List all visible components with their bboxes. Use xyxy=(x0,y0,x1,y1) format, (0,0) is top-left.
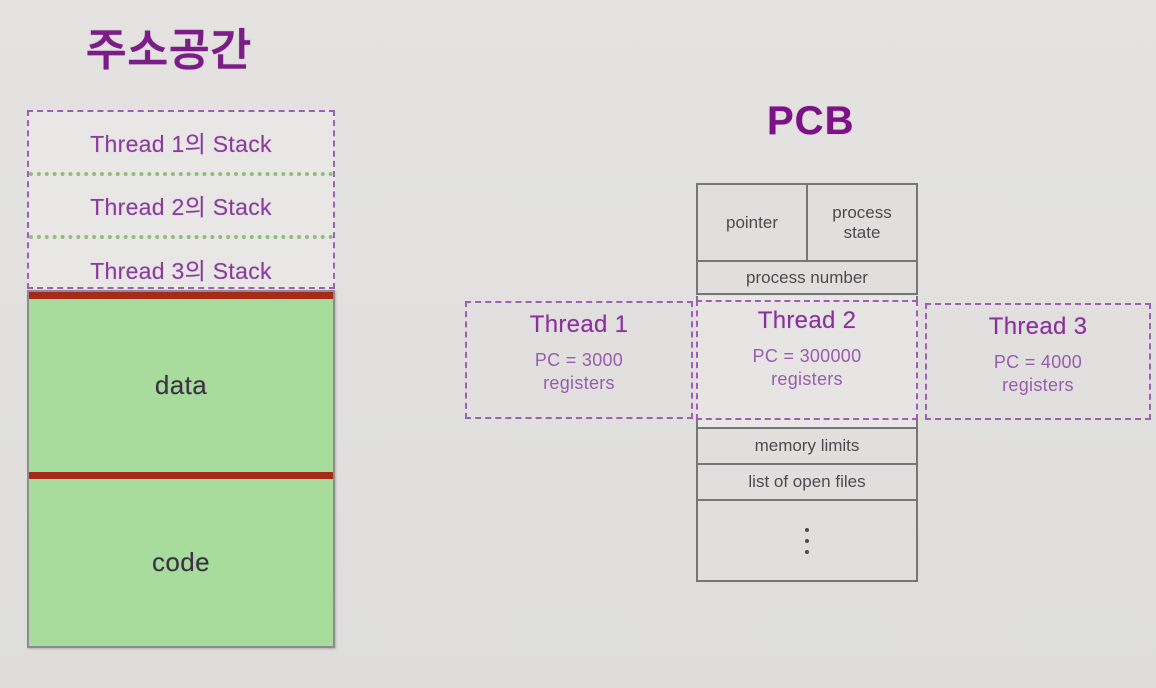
thread-registers: registers xyxy=(771,369,843,389)
pcb-cell-memory-limits: memory limits xyxy=(696,427,918,465)
thread-box-3: Thread 3 PC = 4000 registers xyxy=(925,303,1151,420)
pcb-cell-process-state-label: process state xyxy=(832,202,892,242)
memory-segment-code: code xyxy=(29,472,333,646)
ellipsis-dot xyxy=(805,538,809,543)
pcb-cell-process-number: process number xyxy=(696,260,918,295)
pcb-cell-pointer: pointer xyxy=(696,183,808,262)
thread-registers: registers xyxy=(1002,375,1074,395)
memory-segment-data: data xyxy=(29,292,333,472)
thread-title: Thread 1 xyxy=(529,311,629,338)
thread-pc: PC = 300000 xyxy=(752,346,862,366)
pcb-cell-process-state: process state xyxy=(806,183,918,262)
thread-stack-label: Thread 1의 Stack xyxy=(90,130,272,157)
pcb-cell-open-files: list of open files xyxy=(696,463,918,501)
thread-pc: PC = 4000 xyxy=(993,352,1083,372)
thread-stack-row: Thread 1의 Stack xyxy=(29,112,333,172)
pcb-top-row: pointer process state xyxy=(696,183,918,262)
memory-segment-label: data xyxy=(154,370,208,400)
thread-registers: registers xyxy=(543,373,615,393)
pcb-lower-table: memory limits list of open files xyxy=(696,427,918,582)
thread-stacks-group: Thread 1의 Stack Thread 2의 Stack Thread 3… xyxy=(27,110,335,289)
ellipsis-dot xyxy=(805,527,809,532)
thread-title: Thread 2 xyxy=(757,307,857,334)
pcb-table: pointer process state process number xyxy=(696,183,918,295)
thread-box-1: Thread 1 PC = 3000 registers xyxy=(465,301,693,419)
memory-segments-box: data code xyxy=(27,290,335,648)
thread-stack-row: Thread 3의 Stack xyxy=(29,235,333,299)
thread-title: Thread 3 xyxy=(988,313,1088,340)
address-space-title: 주소공간 xyxy=(86,26,252,75)
pcb-cell-ellipsis xyxy=(696,499,918,582)
thread-pc: PC = 3000 xyxy=(534,350,624,370)
thread-stack-label: Thread 3의 Stack xyxy=(90,257,272,284)
ellipsis-dot xyxy=(805,549,809,554)
thread-box-2: Thread 2 PC = 300000 registers xyxy=(696,300,918,420)
thread-stack-row: Thread 2의 Stack xyxy=(29,171,333,236)
thread-stack-label: Thread 2의 Stack xyxy=(90,194,272,221)
memory-segment-label: code xyxy=(152,547,210,577)
pcb-title: PCB xyxy=(767,99,855,143)
